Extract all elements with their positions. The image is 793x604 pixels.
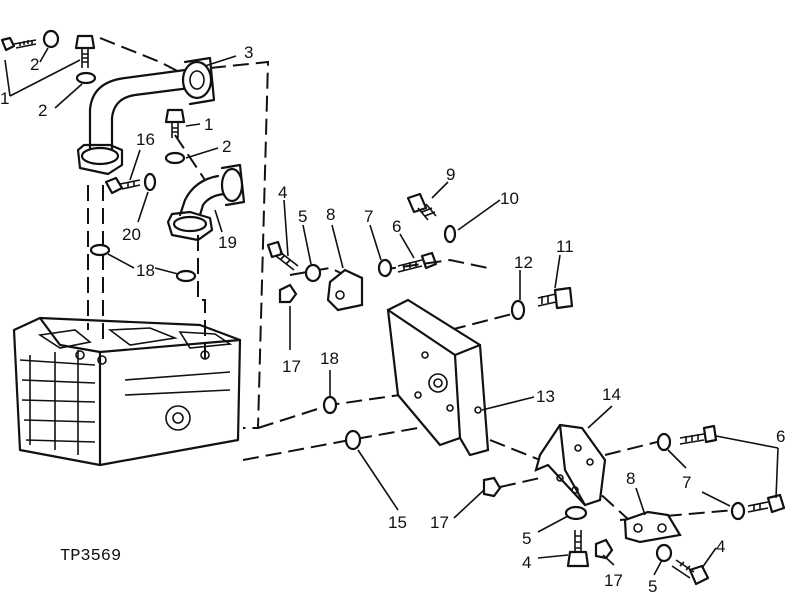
callout-2-left: 2 [38,101,47,120]
washer-2-left [75,71,97,85]
o-ring-18-left [89,243,111,257]
callout-18-left: 18 [136,261,155,280]
bracket-small-upper [326,268,364,312]
callout-labels: 1 2 2 3 1 2 16 20 19 18 4 5 8 7 6 9 10 1… [0,43,785,596]
callout-5-lower-right: 5 [648,577,657,596]
callout-20: 20 [122,225,141,244]
callout-11: 11 [556,237,574,256]
callout-2-mid: 2 [222,137,231,156]
bolt-4-lower-right [671,559,710,586]
callout-9: 9 [446,165,455,184]
elbow-pipe-lower [166,163,246,242]
callout-8-upper: 8 [326,205,335,224]
washer-2-mid [164,151,186,165]
o-ring-18-right [175,269,197,283]
bolt-1-vertical [74,34,96,68]
nut-17-middle [482,476,502,498]
callout-4-lower-right: 4 [716,537,725,556]
engine-block [12,316,242,467]
callout-19: 19 [218,233,237,252]
callout-17-middle: 17 [430,513,449,532]
nut-17-upper [278,283,298,304]
callout-15: 15 [388,513,407,532]
callout-1-mid: 1 [204,115,213,134]
o-ring-10 [443,224,457,244]
callout-6-right: 6 [776,427,785,446]
bracket-small-lower [623,510,682,544]
washer-20 [143,172,157,192]
washer-5-lower [564,505,588,521]
callout-8-lower: 8 [626,469,635,488]
washer-7-right-upper [656,432,672,452]
o-ring-12 [510,299,526,321]
fitting-11 [537,286,574,310]
callout-1-left: 1 [0,89,9,108]
callout-5-upper: 5 [298,207,307,226]
callout-16: 16 [136,130,155,149]
callout-4-lower: 4 [522,553,531,572]
bolt-1-mid [164,108,186,138]
bolt-6-upper [397,251,438,273]
callout-13: 13 [536,387,555,406]
washers-and-nuts [42,29,746,563]
bolt-16 [104,176,141,195]
bolt-4-lower-vertical [566,530,590,568]
nut-17-lower [594,538,614,560]
manifold-block [386,298,490,457]
callout-12: 12 [514,253,533,272]
bolts [0,34,786,586]
assembly-lines [87,37,736,531]
o-ring-15 [344,429,362,451]
washer-5-upper [304,263,322,283]
bolt-6-right-lower [747,493,786,514]
washer-7-right-lower [730,501,746,521]
bolt-4-upper [266,240,299,271]
callout-18-block: 18 [320,349,339,368]
callout-7-upper: 7 [364,207,373,226]
washer-7-upper [377,258,393,278]
leader-lines [4,47,779,576]
callout-17-upper: 17 [282,357,301,376]
callout-10: 10 [500,189,519,208]
bracket-large [534,423,607,507]
o-ring-18-block [322,395,338,415]
callout-14: 14 [602,385,621,404]
elbow-pipe-upper [76,56,216,176]
fitting-9 [406,192,437,221]
washer-2-top [42,29,60,49]
figure-id: TP3569 [60,547,121,566]
callout-7-right: 7 [682,473,691,492]
bolt-6-right-upper [679,424,718,445]
callout-2-top: 2 [30,55,39,74]
callout-17-lower: 17 [604,571,623,590]
callout-5-lower: 5 [522,529,531,548]
callout-6-upper: 6 [392,217,401,236]
callout-3: 3 [244,43,253,62]
washer-5-lower-right [655,543,673,563]
bolt-1-top-left [0,36,37,52]
callout-4-upper: 4 [278,183,287,202]
